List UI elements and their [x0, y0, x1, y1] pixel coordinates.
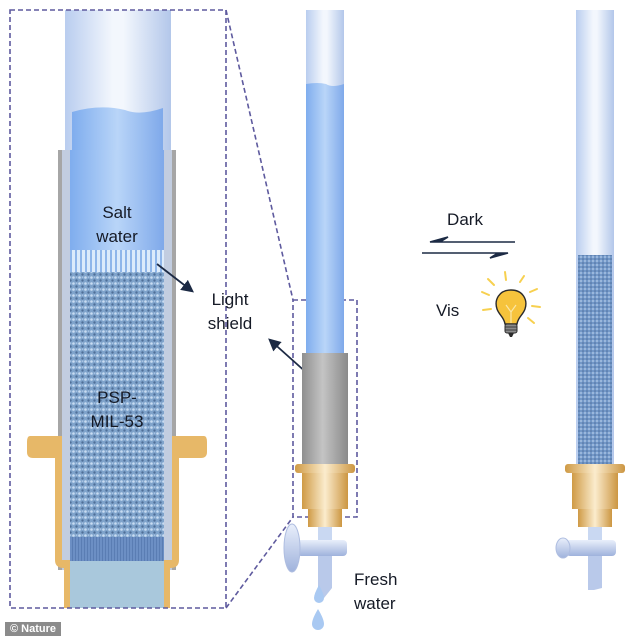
- zoom-connector-bottom: [225, 516, 294, 609]
- right-brass-collar: [565, 464, 625, 473]
- right-brass-fitting: [572, 473, 618, 509]
- water-droplet: [314, 585, 324, 603]
- middle-brass-neck: [308, 509, 342, 527]
- vis-label: Vis: [436, 301, 459, 320]
- middle-valve-handle: [283, 523, 301, 573]
- zoomed-psp-mil-53-bed: [70, 272, 164, 537]
- image-credit: © Nature: [5, 622, 62, 636]
- zoomed-salt-water-upper: [72, 107, 163, 150]
- zoomed-column-panel: Salt water PSP- MIL-53: [27, 10, 207, 608]
- light-shield-pointer-left: [156, 263, 194, 293]
- light-bulb-icon: [481, 271, 541, 337]
- column-vis-state: [555, 10, 625, 590]
- middle-brass-fitting: [302, 473, 348, 509]
- zoomed-filter-interface: [70, 250, 164, 272]
- water-droplet: [312, 609, 324, 630]
- psp-mil-53-label-line2: MIL-53: [91, 412, 144, 431]
- right-brass-neck: [578, 509, 612, 527]
- right-valve-stem: [588, 527, 602, 541]
- psp-mil-53-label: PSP-: [97, 388, 137, 407]
- reverse-arrow-dark: [429, 236, 515, 243]
- middle-valve-stem: [318, 527, 332, 541]
- zoom-connector-top: [225, 9, 294, 301]
- right-valve-spout: [588, 556, 602, 590]
- middle-valve-spout: [318, 556, 332, 598]
- zoomed-bottom-frit: [70, 537, 164, 561]
- zoomed-fresh-water-outlet: [70, 561, 164, 608]
- dark-label: Dark: [447, 210, 483, 229]
- salt-water-label-line2: water: [95, 227, 138, 246]
- middle-brass-collar: [295, 464, 355, 473]
- middle-valve-body: [297, 540, 347, 556]
- right-valve-handle: [555, 537, 571, 559]
- fresh-water-label: Fresh: [354, 570, 397, 589]
- light-shield-label-line2: shield: [208, 314, 252, 333]
- zoom-frame-box: [9, 9, 227, 609]
- column-dark-state: Fresh water: [283, 10, 397, 630]
- right-valve-body: [566, 540, 616, 556]
- forward-arrow-vis: [422, 252, 509, 259]
- right-packed-material: [578, 255, 612, 465]
- fresh-water-label-line2: water: [353, 594, 396, 613]
- zoomed-salt-water: [70, 150, 164, 250]
- middle-light-shield: [302, 353, 348, 465]
- light-shield-pointer-right: [268, 338, 309, 375]
- light-shield-label: Light: [212, 290, 249, 309]
- middle-salt-water: [306, 83, 344, 360]
- zoomed-brass-fitting: [27, 436, 70, 608]
- salt-water-label: Salt: [102, 203, 132, 222]
- state-switch: Dark Vis: [422, 210, 541, 337]
